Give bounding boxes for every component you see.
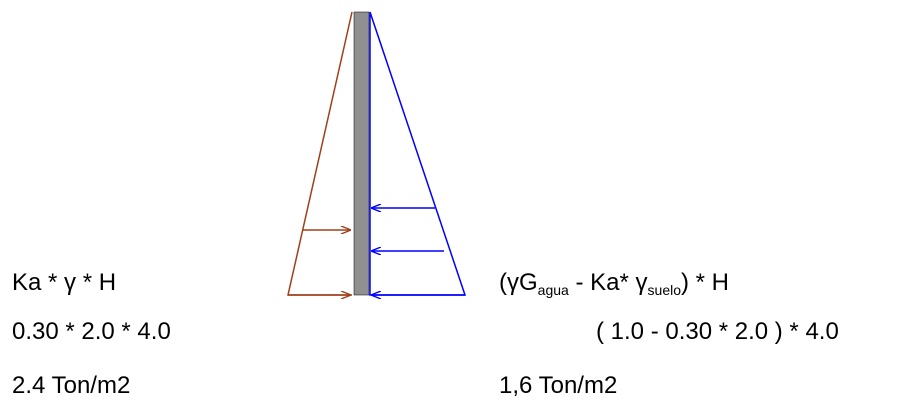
water-formula-mid: - Ka* γ [568, 269, 648, 296]
soil-pressure-triangle [287, 11, 353, 296]
water-formula-close: ) * H [681, 269, 729, 296]
water-formula-open: (γG [499, 269, 538, 296]
water-formula-sub-agua: agua [537, 282, 569, 298]
retaining-wall [353, 11, 370, 296]
water-formula-sub-suelo: suelo [647, 282, 681, 298]
water-substitution: ( 1.0 - 0.30 * 2.0 ) * 4.0 [596, 318, 839, 345]
soil-substitution: 0.30 * 2.0 * 4.0 [12, 318, 171, 345]
water-result: 1,6 Ton/m2 [499, 372, 618, 399]
soil-result: 2.4 Ton/m2 [12, 372, 131, 399]
water-formula: (γGagua - Ka* γsuelo) * H [499, 269, 729, 304]
soil-formula: Ka * γ * H [12, 269, 117, 296]
water-pressure-triangle [369, 11, 467, 296]
